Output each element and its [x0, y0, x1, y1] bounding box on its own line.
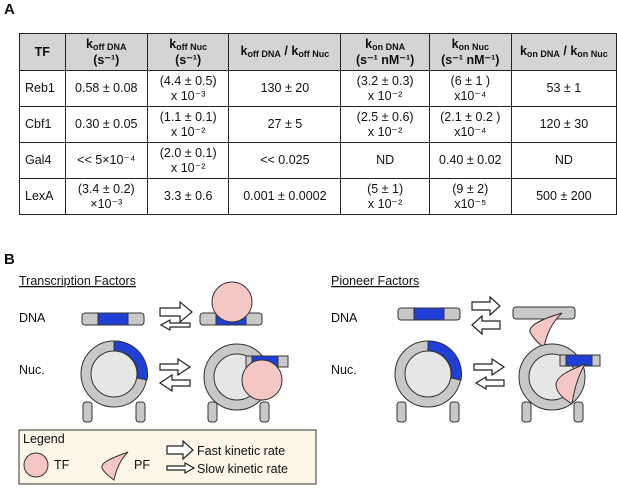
table-row: Cbf1 0.30 ± 0.05 (1.1 ± 0.1)x 10⁻² 27 ± …: [19, 106, 617, 143]
cell-koff-nuc: 3.3 ± 0.6: [146, 178, 230, 215]
legend-pf-label: PF: [134, 458, 150, 472]
table-row: Gal4 << 5×10⁻⁴ (2.0 ± 0.1)x 10⁻² << 0.02…: [19, 142, 617, 179]
legend-fast-label: Fast kinetic rate: [197, 444, 285, 458]
cell-koff-nuc: (2.0 ± 0.1)x 10⁻²: [146, 142, 230, 179]
cell-kon-nuc: (6 ± 1 )x10⁻⁴: [428, 70, 512, 107]
slow-arrow-icon: [158, 373, 191, 393]
slow-arrow-icon: [474, 375, 505, 391]
pf-wedge-icon: [555, 362, 587, 405]
slow-arrow-icon: [159, 318, 191, 332]
legend-pf-icon: [101, 451, 129, 481]
cell-koff-dna: << 5×10⁻⁴: [64, 142, 148, 179]
header-tf: TF: [19, 33, 66, 71]
tf-circle-icon: [241, 359, 283, 401]
fast-arrow-icon: [473, 357, 506, 377]
legend-tf-icon: [23, 452, 49, 478]
cell-tf: LexA: [19, 178, 66, 215]
panel-b-label: B: [4, 251, 15, 268]
dna-free-tf: [81, 312, 145, 326]
legend-slow-label: Slow kinetic rate: [197, 462, 288, 476]
legend-fast-arrow-icon: [166, 439, 194, 461]
header-kon-nuc: kon Nuc (s⁻¹ nM⁻¹): [428, 33, 512, 71]
cell-kon-nuc: (9 ± 2)x10⁻⁵: [428, 178, 512, 215]
header-koff-dna: koff DNA (s⁻¹): [64, 33, 148, 71]
tf-section-title: Transcription Factors: [19, 274, 136, 288]
cell-kon-dna: (5 ± 1)x 10⁻²: [340, 178, 430, 215]
nuc-label-pf: Nuc.: [331, 363, 357, 377]
dna-free-pf: [397, 307, 461, 321]
cell-kon-ratio: 53 ± 1: [510, 70, 617, 107]
cell-kon-ratio: 500 ± 200: [510, 178, 617, 215]
fast-arrow-icon: [471, 314, 501, 336]
table-row: Reb1 0.58 ± 0.08 (4.4 ± 0.5)x 10⁻³ 130 ±…: [19, 70, 617, 107]
fast-arrow-icon: [159, 300, 193, 324]
legend-title: Legend: [23, 432, 65, 446]
nucleosome-bound-tf: [203, 343, 289, 423]
pf-wedge-icon: [529, 312, 563, 350]
tf-circle-icon: [211, 281, 253, 323]
cell-koff-dna: 0.30 ± 0.05: [64, 106, 148, 143]
cell-koff-nuc: (4.4 ± 0.5)x 10⁻³: [146, 70, 230, 107]
cell-koff-nuc: (1.1 ± 0.1)x 10⁻²: [146, 106, 230, 143]
cell-koff-dna: (3.4 ± 0.2)×10⁻³: [64, 178, 148, 215]
cell-kon-nuc: 0.40 ± 0.02: [428, 142, 512, 179]
dna-label-pf: DNA: [331, 311, 358, 325]
cell-tf: Gal4: [19, 142, 66, 179]
fast-arrow-icon: [471, 295, 501, 317]
cell-kon-ratio: ND: [510, 142, 617, 179]
table-row: LexA (3.4 ± 0.2)×10⁻³ 3.3 ± 0.6 0.001 ± …: [19, 178, 617, 215]
legend-tf-label: TF: [54, 458, 70, 472]
pf-section-title: Pioneer Factors: [331, 274, 419, 288]
kinetics-table: TF koff DNA (s⁻¹) koff Nuc (s⁻¹) koff DN…: [19, 33, 617, 215]
slow-arrow-icon: [159, 357, 192, 377]
nucleosome-free-pf: [394, 340, 463, 423]
cell-kon-nuc: (2.1 ± 0.2 )x10⁻⁴: [428, 106, 512, 143]
header-kon-dna: kon DNA (s⁻¹ nM⁻¹): [340, 33, 430, 71]
cell-kon-dna: (3.2 ± 0.3)x 10⁻²: [340, 70, 430, 107]
cell-kon-ratio: 120 ± 30: [510, 106, 617, 143]
cell-tf: Reb1: [19, 70, 66, 107]
legend-box: Legend TF PF Fast kinetic rate Slow kine…: [18, 429, 317, 485]
dna-label-tf: DNA: [19, 311, 46, 325]
nuc-label-tf: Nuc.: [19, 363, 45, 377]
header-kon-ratio: kon DNA / kon Nuc: [510, 33, 617, 71]
header-koff-ratio: koff DNA / koff Nuc: [228, 33, 342, 71]
legend-slow-arrow-icon: [166, 461, 196, 475]
nucleosome-free-tf: [80, 340, 149, 423]
panel-a-label: A: [4, 1, 15, 18]
cell-kon-dna: ND: [340, 142, 430, 179]
cell-kon-dna: (2.5 ± 0.6)x 10⁻²: [340, 106, 430, 143]
cell-koff-ratio: 27 ± 5: [228, 106, 342, 143]
dna-bound-pf: [512, 306, 576, 320]
nucleosome-bound-pf: [518, 343, 601, 423]
cell-koff-ratio: 130 ± 20: [228, 70, 342, 107]
cell-koff-ratio: << 0.025: [228, 142, 342, 179]
